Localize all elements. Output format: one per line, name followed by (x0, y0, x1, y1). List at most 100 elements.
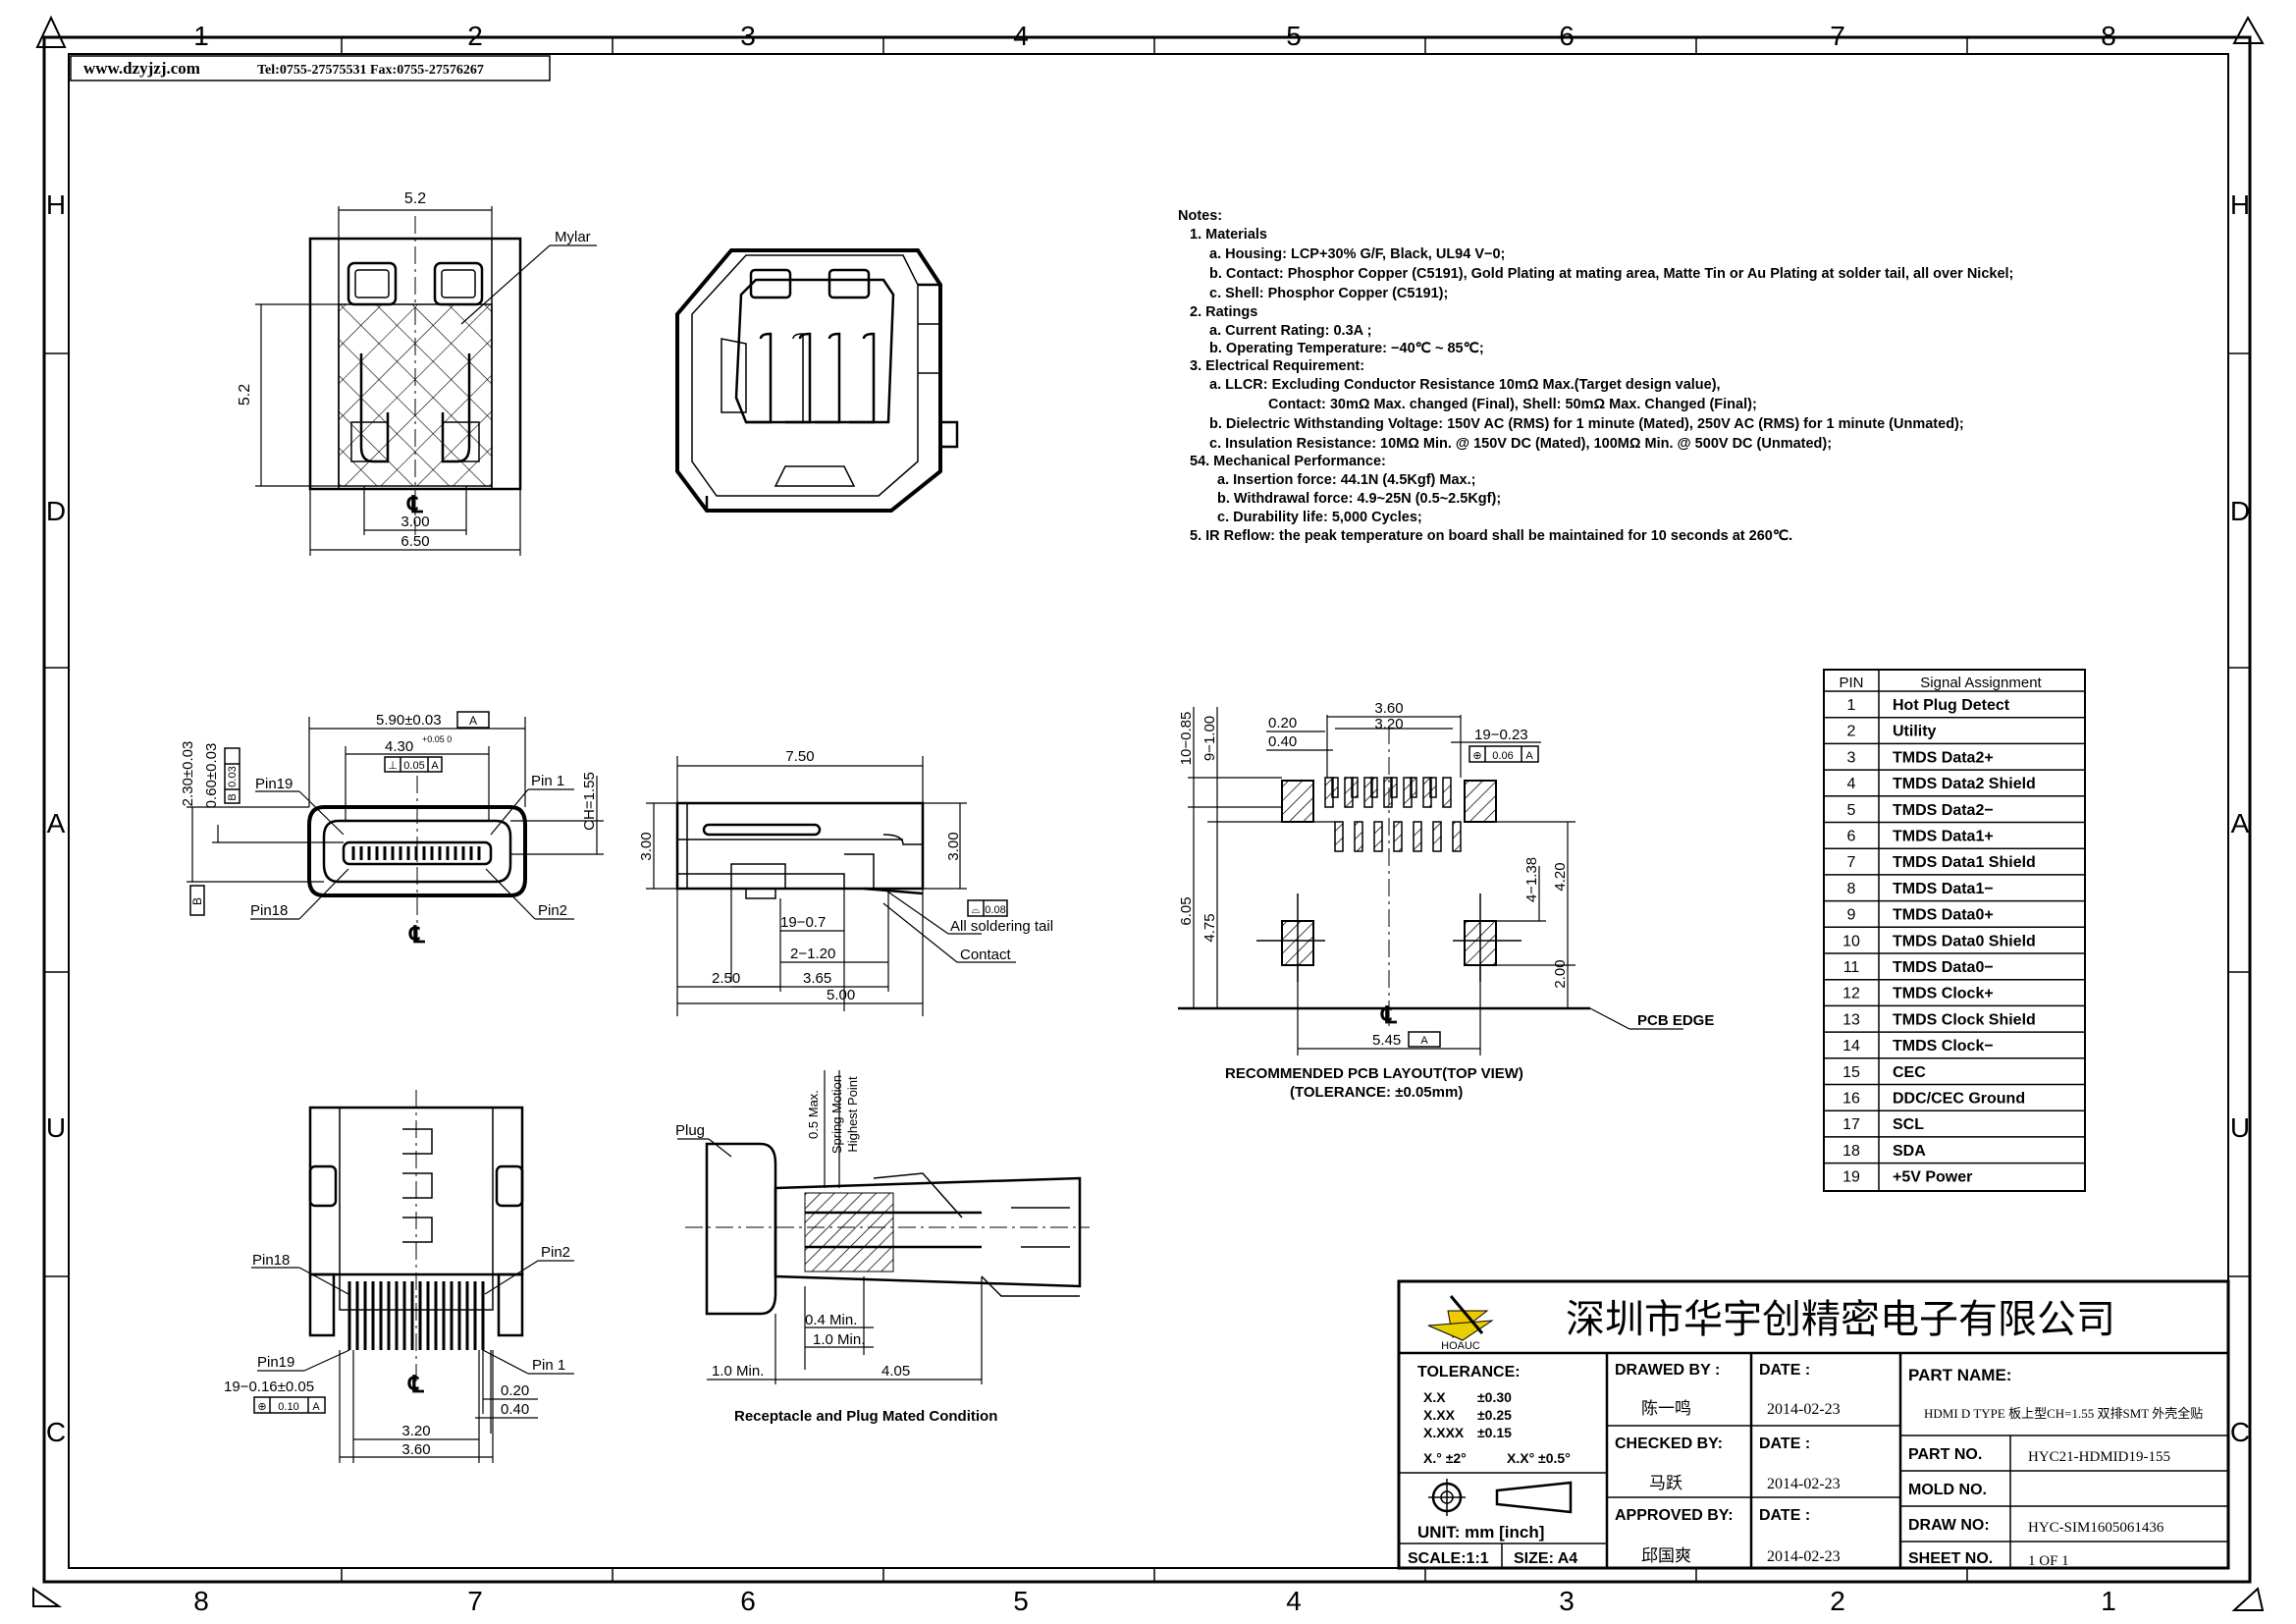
company-logo: HOAUC (1427, 1295, 1494, 1352)
tol-0-10: 0.10 (278, 1401, 298, 1413)
zone-letter-right: U (2230, 1112, 2250, 1143)
pin-signal: +5V Power (1893, 1169, 1972, 1186)
pin-number: 15 (1842, 1064, 1860, 1081)
pin-signal: TMDS Clock− (1893, 1038, 1994, 1055)
pin-signal: DDC/CEC Ground (1893, 1091, 2025, 1108)
mated-condition-view: Plug 0.5 Max. Spring Motion Highest Poin… (675, 1070, 1090, 1425)
dim-5-00: 5.00 (827, 987, 855, 1003)
zone-letter-right: A (2231, 808, 2250, 839)
mated-caption: Receptacle and Plug Mated Condition (734, 1408, 997, 1425)
tol-x: X.X (1423, 1389, 1446, 1405)
zone-letter-right: C (2230, 1417, 2250, 1447)
drawn-by-value: 陈一鸣 (1641, 1399, 1691, 1418)
note-line: 1. Materials (1190, 227, 1267, 243)
pin18-label: Pin18 (250, 902, 288, 919)
sheet-no-value: 1 OF 1 (2028, 1553, 2069, 1569)
pin-signal: TMDS Data0− (1893, 959, 1994, 976)
tol-angle-2: X.X° ±0.5° (1507, 1450, 1571, 1466)
dim-19-0-7: 19−0.7 (780, 914, 826, 931)
pin-signal: TMDS Data2 Shield (1893, 776, 2036, 792)
note-line: a. Housing: LCP+30% G/F, Black, UL94 V−0… (1209, 246, 1505, 262)
header-contact-box: www.dzyjzj.com Tel:0755-27575531 Fax:075… (70, 55, 551, 81)
mold-no-label: MOLD NO. (1908, 1482, 1987, 1498)
draw-no-value: HYC-SIM1605061436 (2028, 1520, 2164, 1536)
dim-ch: CH=1.55 (581, 772, 598, 831)
contact-label: Contact (960, 947, 1012, 963)
zone-number-bottom: 6 (740, 1586, 756, 1616)
dim-4-30-tol: +0.05 0 (422, 734, 452, 744)
note-line: 2. Ratings (1190, 304, 1257, 320)
max-0-5: 0.5 Max. (806, 1090, 821, 1139)
svg-text:A: A (1525, 750, 1533, 762)
zone-number-bottom: 4 (1286, 1586, 1302, 1616)
svg-text:⊕: ⊕ (257, 1401, 266, 1413)
table-header-signal: Signal Assignment (1920, 675, 2042, 691)
part-name-value: HDMI D TYPE 板上型CH=1.55 双排SMT 外壳全贴 (1924, 1406, 2203, 1421)
dim-4-1-38: 4−1.38 (1523, 857, 1540, 902)
bottom-view: ℄ Pin18 Pin2 Pin19 Pin 1 19−0.16±0.05 ⊕ … (224, 1090, 574, 1463)
tol-xx-value: ±0.25 (1477, 1407, 1512, 1423)
pin-number: 17 (1842, 1116, 1860, 1133)
dim-0-40: 0.40 (1268, 733, 1297, 750)
dim-3-20: 3.20 (1374, 716, 1403, 732)
sheet-no-label: SHEET NO. (1908, 1550, 1993, 1567)
contact-text: Tel:0755-27575531 Fax:0755-27576267 (257, 63, 484, 78)
logo-text: HOAUC (1441, 1340, 1480, 1352)
approved-by-label: APPROVED BY: (1615, 1507, 1734, 1524)
table-header-pin: PIN (1839, 675, 1863, 691)
dim-4-75: 4.75 (1201, 913, 1218, 942)
pin-number: 7 (1847, 854, 1856, 871)
pin-number: 14 (1842, 1038, 1860, 1055)
note-line: c. Shell: Phosphor Copper (C5191); (1209, 286, 1448, 301)
zone-letter-left: C (46, 1417, 66, 1447)
date-drawn: 2014-02-23 (1767, 1401, 1841, 1418)
dim-0-60: 0.60±0.03 (203, 743, 220, 809)
pin-signal: TMDS Data1+ (1893, 829, 1994, 845)
website-text: www.dzyjzj.com (83, 59, 200, 78)
tol-xxx: X.XXX (1423, 1425, 1465, 1440)
checked-by-value: 马跃 (1649, 1474, 1682, 1492)
highest-point: Highest Point (845, 1076, 860, 1153)
dim-width-top: 5.2 (404, 190, 426, 207)
dim-3-60: 3.60 (401, 1441, 430, 1458)
note-line: 5. IR Reflow: the peak temperature on bo… (1190, 528, 1792, 544)
draw-no-label: DRAW NO: (1908, 1517, 1990, 1534)
svg-text:⌓: ⌓ (972, 904, 981, 916)
pin-number: 2 (1847, 724, 1856, 740)
zone-letter-left: H (46, 189, 66, 220)
pin19-label: Pin19 (257, 1354, 294, 1371)
date-label: DATE : (1759, 1435, 1810, 1452)
pin-signal: TMDS Data2+ (1893, 749, 1994, 766)
pin19-label: Pin19 (255, 776, 293, 792)
pin-signal: TMDS Data1 Shield (1893, 854, 2036, 871)
tol-angle-1: X.° ±2° (1423, 1450, 1467, 1466)
pcb-caption: RECOMMENDED PCB LAYOUT(TOP VIEW) (1225, 1065, 1523, 1082)
zone-number-bottom: 5 (1013, 1586, 1029, 1616)
note-line: b. Withdrawal force: 4.9~25N (0.5~2.5Kgf… (1217, 491, 1501, 507)
pcb-layout-view: ℄ PCB EDGE 3.60 3.20 0.20 0.40 19−0.23 ⊕… (1178, 700, 1714, 1101)
pcb-tolerance-caption: (TOLERANCE: ±0.05mm) (1290, 1084, 1463, 1101)
zone-number-top: 2 (467, 21, 483, 51)
zone-number-bottom: 3 (1559, 1586, 1575, 1616)
pin-signal: SDA (1893, 1143, 1926, 1160)
drawn-by-label: DRAWED BY : (1615, 1362, 1720, 1379)
svg-text:B: B (227, 793, 239, 800)
datum-a: A (469, 714, 477, 728)
dim-4-30: 4.30 (385, 738, 413, 755)
note-line: b. Dielectric Withstanding Voltage: 150V… (1209, 416, 1964, 432)
note-line: a. Insertion force: 44.1N (4.5Kgf) Max.; (1217, 472, 1475, 488)
dim-7-50: 7.50 (785, 748, 814, 765)
svg-text:A: A (312, 1401, 320, 1413)
dim-5-45: 5.45 (1372, 1032, 1401, 1049)
pin-signal: TMDS Data0 Shield (1893, 933, 2036, 949)
pin-signal: SCL (1893, 1116, 1924, 1133)
pin-number: 11 (1843, 959, 1860, 976)
pin-signal: TMDS Data1− (1893, 881, 1994, 897)
plug-label: Plug (675, 1122, 705, 1139)
pin-signal: Utility (1893, 724, 1937, 740)
datum-b: B (190, 897, 204, 905)
zone-letter-left: U (46, 1112, 66, 1143)
approved-by-value: 邱国爽 (1641, 1546, 1691, 1565)
